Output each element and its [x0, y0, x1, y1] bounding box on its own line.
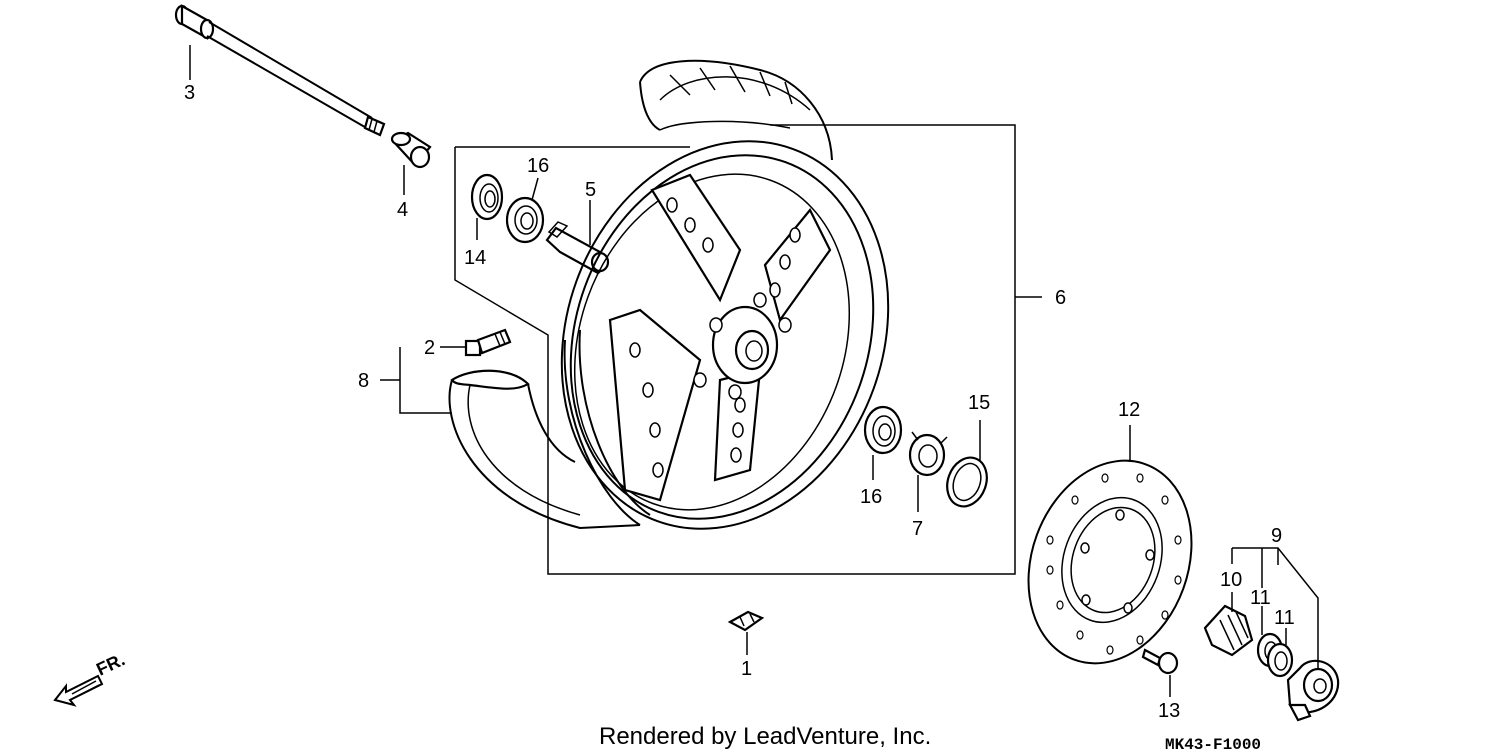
dust-seal-part-15[interactable]	[941, 452, 994, 512]
front-direction-arrow-icon: FR.	[53, 649, 128, 707]
callout-2: 2	[424, 337, 435, 359]
speedometer-gearbox-part-9[interactable]	[1286, 659, 1340, 722]
callout-1: 1	[741, 658, 752, 680]
callout-7: 7	[912, 518, 923, 540]
wheel-part-6[interactable]	[509, 59, 941, 575]
retainer-part-7[interactable]	[908, 431, 948, 477]
distance-collar-part-5[interactable]	[545, 221, 610, 275]
callout-14: 14	[464, 247, 486, 269]
brake-disc-part-12[interactable]	[1001, 438, 1219, 687]
callout-9: 9	[1271, 525, 1282, 547]
rendered-by-credit: Rendered by LeadVenture, Inc.	[599, 723, 931, 750]
callout-11-right: 11	[1274, 607, 1295, 629]
callout-10: 10	[1220, 569, 1242, 591]
disc-bolt-part-13[interactable]	[1141, 648, 1179, 675]
callout-4: 4	[397, 199, 408, 221]
axle-part-3[interactable]	[174, 4, 386, 137]
dust-seal-part-14[interactable]	[470, 173, 504, 221]
callout-5: 5	[585, 179, 596, 201]
speedometer-gear-part-10[interactable]	[1203, 604, 1254, 657]
seal-part-11-right[interactable]	[1266, 642, 1294, 678]
callout-3: 3	[184, 82, 195, 104]
callout-12: 12	[1118, 399, 1140, 421]
callout-6: 6	[1055, 287, 1066, 309]
collar-part-4[interactable]	[390, 131, 432, 169]
leader-lines	[189, 45, 1319, 697]
callout-15: 15	[968, 392, 990, 414]
tube-part-8[interactable]	[448, 369, 641, 530]
callout-11-left: 11	[1250, 587, 1271, 609]
callout-16-right: 16	[860, 486, 882, 508]
callout-labels: 3 4 16 5 14 2 8 6 15 16 7 12 9 10 11 11 …	[184, 82, 1295, 722]
bearing-part-16-left[interactable]	[505, 196, 545, 244]
callout-16-left: 16	[527, 155, 549, 177]
valve-part-2[interactable]	[464, 328, 512, 357]
callout-8: 8	[358, 370, 369, 392]
bearing-part-16-right[interactable]	[863, 405, 903, 455]
balance-weight-part-1[interactable]	[727, 610, 765, 632]
diagram-code: MK43-F1000	[1165, 736, 1261, 754]
callout-13: 13	[1158, 700, 1180, 722]
